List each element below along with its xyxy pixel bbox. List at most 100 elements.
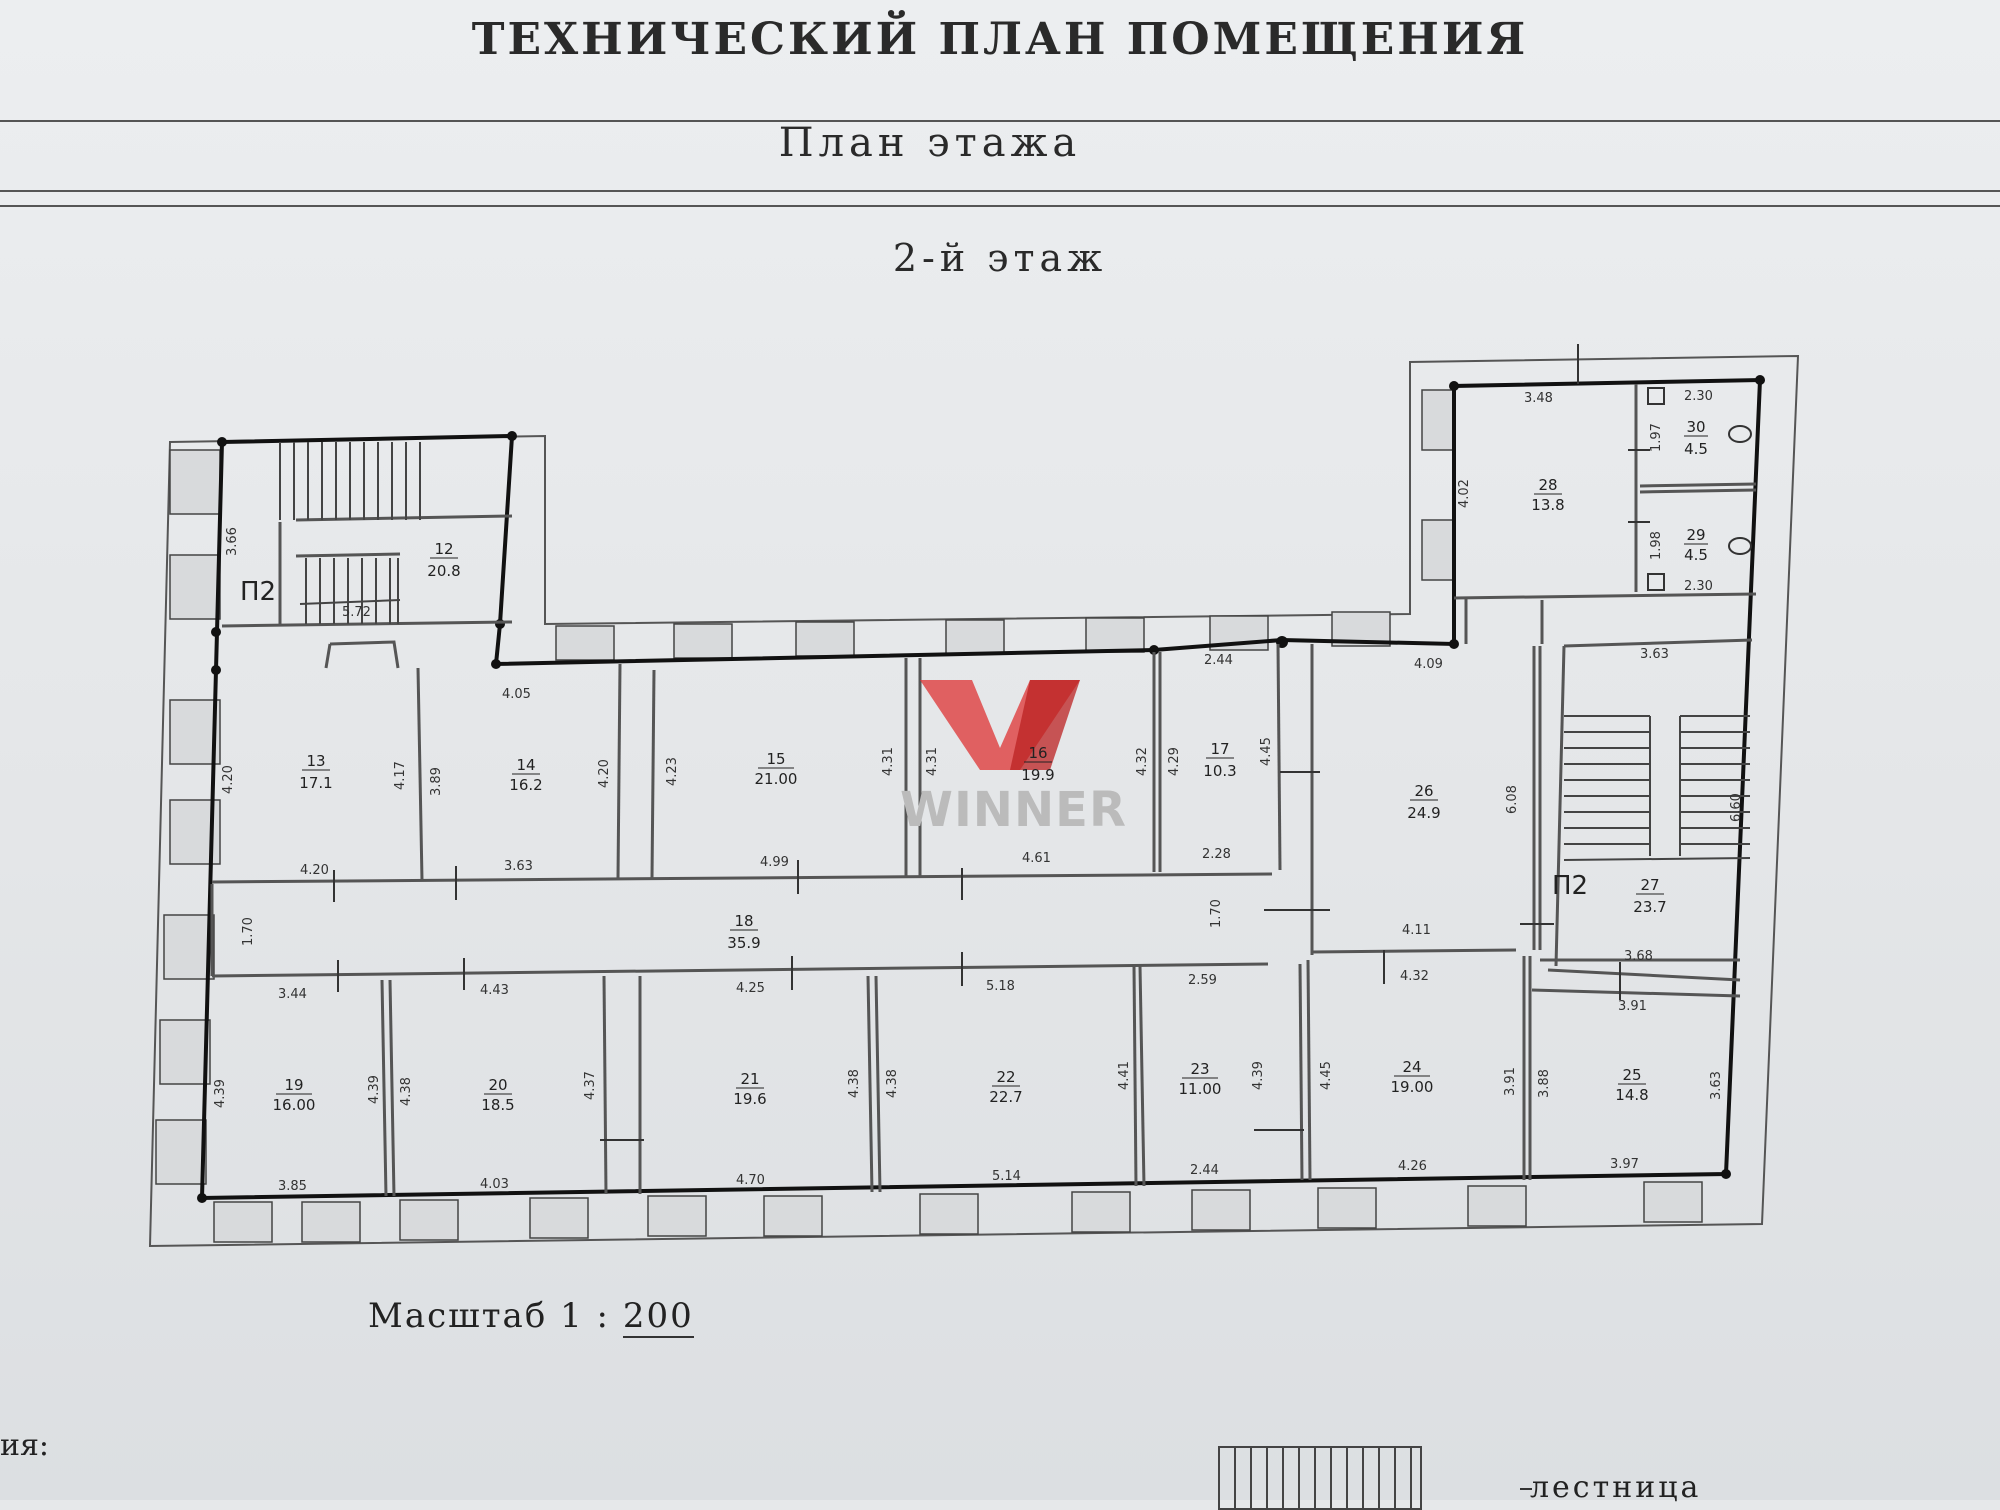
dim: 1.98 (1649, 531, 1664, 560)
dim: 5.72 (342, 605, 371, 620)
dim: 1.97 (1649, 423, 1664, 452)
svg-text:20.8: 20.8 (427, 562, 460, 580)
svg-text:16: 16 (1028, 744, 1047, 762)
toilet-icon (1728, 537, 1752, 555)
dim: 4.02 (1457, 479, 1472, 508)
dim: 4.45 (1259, 737, 1274, 766)
svg-text:16.00: 16.00 (273, 1096, 316, 1114)
dim: 4.25 (736, 981, 765, 996)
header-rule-1 (0, 120, 2000, 122)
svg-text:23: 23 (1190, 1060, 1209, 1078)
dim: 3.63 (1709, 1071, 1724, 1100)
dim: 1.70 (241, 917, 256, 946)
svg-text:13: 13 (306, 752, 325, 770)
room-23: 23 11.00 (1179, 1060, 1222, 1098)
dim: 4.39 (213, 1079, 228, 1108)
dim: 4.43 (480, 983, 509, 998)
dim: 4.20 (300, 863, 329, 878)
scale-prefix: Масштаб 1 : (368, 1296, 610, 1336)
winner-logo-icon (1010, 680, 1080, 770)
svg-text:23.7: 23.7 (1633, 898, 1666, 916)
dim: 3.89 (429, 767, 444, 796)
room-18: 18 35.9 (727, 912, 760, 952)
stair-legend-swatch (1218, 1446, 1422, 1510)
svg-text:27: 27 (1640, 876, 1659, 894)
room-27: 27 23.7 (1633, 876, 1666, 916)
window-set-bottom (213, 1181, 1703, 1243)
dim: 4.05 (502, 687, 531, 702)
room-30: 304.5 (1684, 418, 1708, 458)
dim: 2.30 (1684, 579, 1713, 594)
dim: 4.70 (736, 1173, 765, 1188)
svg-text:14: 14 (516, 756, 535, 774)
outer-wall (148, 354, 1800, 1248)
dim: 4.29 (1167, 747, 1182, 776)
svg-text:13.8: 13.8 (1531, 496, 1564, 514)
dim: 5.14 (992, 1169, 1021, 1184)
dim: 4.23 (665, 757, 680, 786)
dim: 3.66 (225, 527, 240, 556)
svg-text:11.00: 11.00 (1179, 1080, 1222, 1098)
svg-text:21.00: 21.00 (755, 770, 798, 788)
svg-text:4.5: 4.5 (1684, 440, 1708, 458)
dim: 4.20 (597, 759, 612, 788)
scale-label: Масштаб 1 : 200 (368, 1296, 694, 1338)
svg-text:10.3: 10.3 (1203, 762, 1236, 780)
dim: 3.97 (1610, 1157, 1639, 1172)
dim: 4.09 (1414, 657, 1443, 672)
dim: 4.32 (1400, 969, 1429, 984)
svg-text:19.9: 19.9 (1021, 766, 1054, 784)
dim: 3.48 (1524, 391, 1553, 406)
svg-text:12: 12 (434, 540, 453, 558)
svg-text:21: 21 (740, 1070, 759, 1088)
dim: 2.30 (1684, 389, 1713, 404)
dim: 4.39 (1251, 1061, 1266, 1090)
svg-text:22: 22 (996, 1068, 1015, 1086)
dim: 3.85 (278, 1179, 307, 1194)
dim: 2.28 (1202, 847, 1231, 862)
dim: 3.88 (1537, 1069, 1552, 1098)
dim: 4.99 (760, 855, 789, 870)
dim: 3.63 (1640, 647, 1669, 662)
dim: 4.31 (881, 747, 896, 776)
svg-text:16.2: 16.2 (509, 776, 542, 794)
svg-text:30: 30 (1686, 418, 1705, 436)
dim: 2.59 (1188, 973, 1217, 988)
svg-text:19: 19 (284, 1076, 303, 1094)
room-16: 16 19.9 (1021, 744, 1054, 784)
room-17: 17 10.3 (1203, 740, 1236, 780)
legend-caption: ия: (0, 1428, 50, 1463)
svg-text:24: 24 (1402, 1058, 1421, 1076)
dim: 2.44 (1190, 1163, 1219, 1178)
svg-text:18: 18 (734, 912, 753, 930)
stair-legend-label: лестница (1530, 1470, 1702, 1505)
svg-text:17: 17 (1210, 740, 1229, 758)
svg-text:24.9: 24.9 (1407, 804, 1440, 822)
dim: 6.08 (1505, 785, 1520, 814)
svg-text:26: 26 (1414, 782, 1433, 800)
dim: 3.44 (278, 987, 307, 1002)
dim: 6.60 (1729, 793, 1744, 822)
room-14: 14 16.2 (509, 756, 542, 794)
dim: 4.45 (1319, 1061, 1334, 1090)
watermark-text: WINNER (900, 782, 1127, 838)
dim: 4.17 (393, 761, 408, 790)
svg-text:35.9: 35.9 (727, 934, 760, 952)
dim: 2.44 (1204, 653, 1233, 668)
dim: 3.63 (504, 859, 533, 874)
document-title: ТЕХНИЧЕСКИЙ ПЛАН ПОМЕЩЕНИЯ (471, 14, 1529, 65)
svg-text:29: 29 (1686, 526, 1705, 544)
room-19: 19 16.00 (273, 1076, 316, 1114)
dim: 5.18 (986, 979, 1015, 994)
dim: 4.38 (847, 1069, 862, 1098)
floor-title: 2-й этаж (892, 236, 1108, 280)
door-marks (333, 344, 1650, 1141)
dim: 3.68 (1624, 949, 1653, 964)
svg-text:19.6: 19.6 (733, 1090, 766, 1108)
svg-text:28: 28 (1538, 476, 1557, 494)
